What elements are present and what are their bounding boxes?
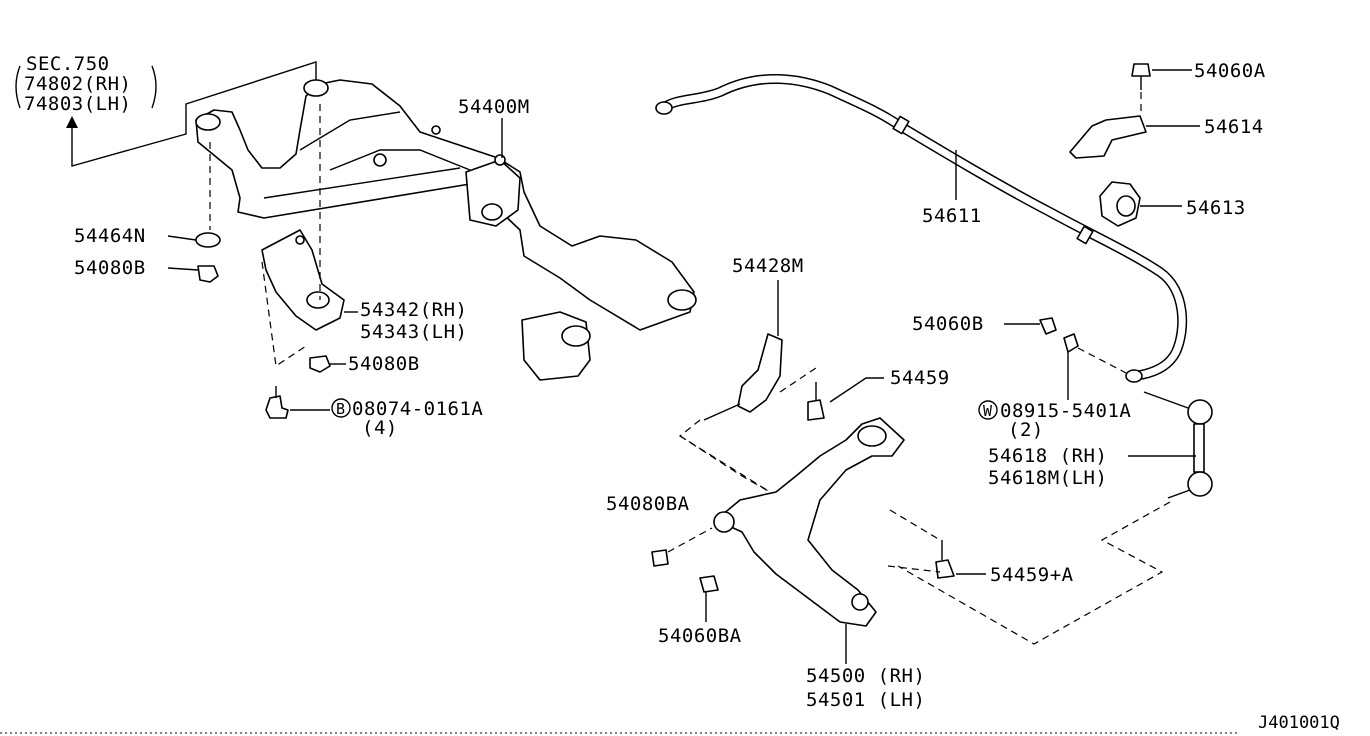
subframe-detail-lines	[263, 111, 471, 199]
bar-end-left	[655, 101, 673, 115]
lower-arm-rear-bushing	[857, 425, 887, 447]
label-54060a: 54060A	[1194, 60, 1266, 82]
left-leaders	[167, 118, 503, 411]
subframe-hole-c	[431, 125, 441, 135]
link-lower-ball	[1187, 471, 1213, 497]
label-54080b-upper: 54080B	[74, 257, 146, 279]
washer-08915-icon	[1063, 333, 1079, 353]
part-labels: 54400M 54464N 54080B 54342(RH) 54343(LH)…	[74, 60, 1340, 733]
stabilizer-link	[897, 391, 1213, 645]
nut-54080b-icon	[197, 265, 219, 283]
section-ref-rh: 74802(RH)	[24, 73, 131, 95]
section-reference: SEC.750 74802(RH) 74803(LH)	[15, 53, 317, 167]
subframe-hole-b	[494, 154, 506, 166]
lower-arm-assembly	[651, 280, 986, 664]
mount-bracket	[209, 104, 345, 368]
leader-54464n	[167, 235, 197, 241]
leader-54080b	[167, 267, 199, 271]
arm-dash-left	[678, 419, 771, 493]
b-circle-icon	[331, 398, 351, 418]
label-54464n: 54464N	[74, 225, 146, 247]
label-54618: 54618 (RH)	[988, 445, 1107, 467]
bolt-08074-icon	[265, 395, 289, 419]
lower-arm-front-bushing	[713, 511, 735, 533]
label-54343: 54343(LH)	[360, 321, 467, 343]
bracket-hole	[295, 235, 305, 245]
bracket-54428m-bolt	[703, 403, 741, 421]
nut-54080b-lower-icon	[309, 355, 331, 373]
subframe-body	[195, 79, 695, 331]
bracket-54428m-icon	[737, 333, 783, 413]
rear-mount-bushing	[667, 289, 697, 311]
diagram-code: J401001Q	[1258, 713, 1340, 733]
bracket-bushing	[306, 291, 330, 309]
label-54459a: 54459+A	[990, 564, 1074, 586]
label-54342: 54342(RH)	[360, 299, 467, 321]
bar-end-right	[1125, 369, 1143, 383]
bushing-54613-hole	[1116, 195, 1136, 217]
washer-dash	[1077, 347, 1129, 375]
label-08915: 08915-5401A	[1000, 400, 1131, 422]
label-54060ba: 54060BA	[658, 625, 742, 647]
label-b-symbol: B	[336, 400, 345, 418]
left-fasteners	[195, 232, 331, 419]
subframe-hole-a	[373, 153, 387, 167]
label-54501: 54501 (LH)	[806, 689, 925, 711]
bushing-54464n-icon	[195, 232, 221, 248]
label-bolt-qty: (4)	[362, 417, 398, 439]
lower-mount-bushing	[561, 325, 591, 347]
label-54080ba: 54080BA	[606, 493, 690, 515]
section-leader	[71, 61, 317, 167]
lower-arm-body	[715, 417, 905, 627]
bolt-54459a-icon	[935, 559, 955, 579]
label-54459: 54459	[890, 367, 950, 389]
mount-bushing-center	[303, 79, 329, 97]
arm-dash-mid	[679, 435, 771, 493]
label-54400m: 54400M	[458, 96, 530, 118]
bar-fill	[662, 75, 1186, 380]
bracket-body	[261, 229, 345, 331]
arm-dash-top	[779, 367, 817, 393]
link-upper-ball	[1187, 399, 1213, 425]
arm-dash-lower	[887, 565, 941, 573]
w-circle-icon	[978, 400, 998, 420]
bar-clip-right	[1076, 225, 1094, 245]
stabilizer-mount-parts	[1004, 63, 1200, 400]
label-washer-qty: (2)	[1008, 419, 1044, 441]
right-paren-mark	[151, 65, 157, 109]
label-54614: 54614	[1204, 116, 1264, 138]
link-lower-stud	[1167, 489, 1191, 499]
label-54613: 54613	[1186, 197, 1246, 219]
nut-54080ba-icon	[651, 549, 669, 567]
left-paren-mark	[15, 65, 21, 109]
nut-54060b-icon	[1039, 317, 1057, 335]
stabilizer-bar	[655, 73, 1188, 383]
link-shaft	[1193, 423, 1205, 473]
lower-arm-ball-joint	[851, 593, 869, 611]
bracket-hole	[481, 203, 503, 221]
label-54080b-lower: 54080B	[348, 353, 420, 375]
bolt-54459-icon	[807, 399, 825, 421]
mount-bushing-left	[195, 113, 221, 131]
label-54618m: 54618M(LH)	[988, 467, 1107, 489]
link-dash-line	[897, 501, 1171, 645]
section-label: SEC.750	[26, 53, 110, 75]
bar-clip-left	[892, 115, 910, 135]
link-upper-stud	[1143, 391, 1189, 409]
up-arrow-icon	[66, 116, 78, 128]
bracket-54614-icon	[1069, 115, 1147, 159]
nut-54080ba-dash	[667, 527, 713, 553]
label-54428m: 54428M	[732, 255, 804, 277]
section-ref-lh: 74803(LH)	[24, 93, 131, 115]
label-08074: 08074-0161A	[352, 398, 483, 420]
leader-54459	[829, 377, 884, 403]
arm-dash-right	[889, 509, 941, 541]
nut-54060ba-icon	[699, 575, 719, 593]
label-w-symbol: W	[983, 402, 993, 420]
label-54611: 54611	[922, 205, 982, 227]
label-54060b: 54060B	[912, 313, 984, 335]
bolt-54060a-icon	[1131, 63, 1151, 77]
label-54500: 54500 (RH)	[806, 665, 925, 687]
